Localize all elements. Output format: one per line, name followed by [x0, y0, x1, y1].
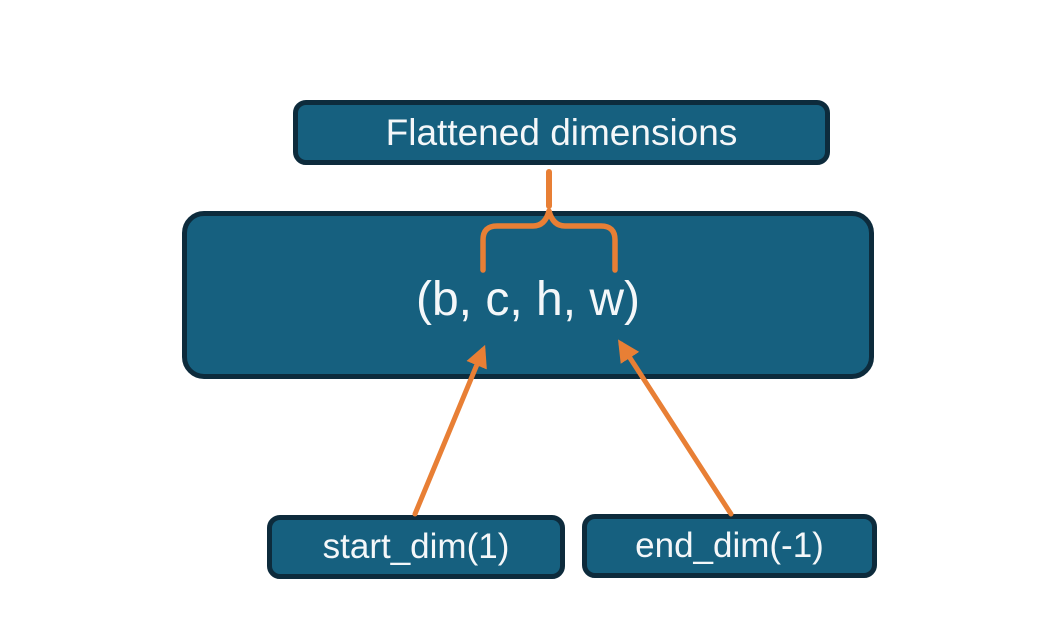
- tensor-shape-box: (b, c, h, w): [182, 211, 874, 379]
- start-dim-label: start_dim(1): [322, 527, 510, 566]
- start-dim-box: start_dim(1): [267, 515, 565, 579]
- end-dim-box: end_dim(-1): [582, 514, 877, 578]
- tensor-shape-label: (b, c, h, w): [415, 272, 641, 326]
- end-dim-label: end_dim(-1): [635, 526, 824, 565]
- flattened-dimensions-box: Flattened dimensions: [293, 100, 830, 165]
- flattened-dimensions-label: Flattened dimensions: [385, 111, 738, 153]
